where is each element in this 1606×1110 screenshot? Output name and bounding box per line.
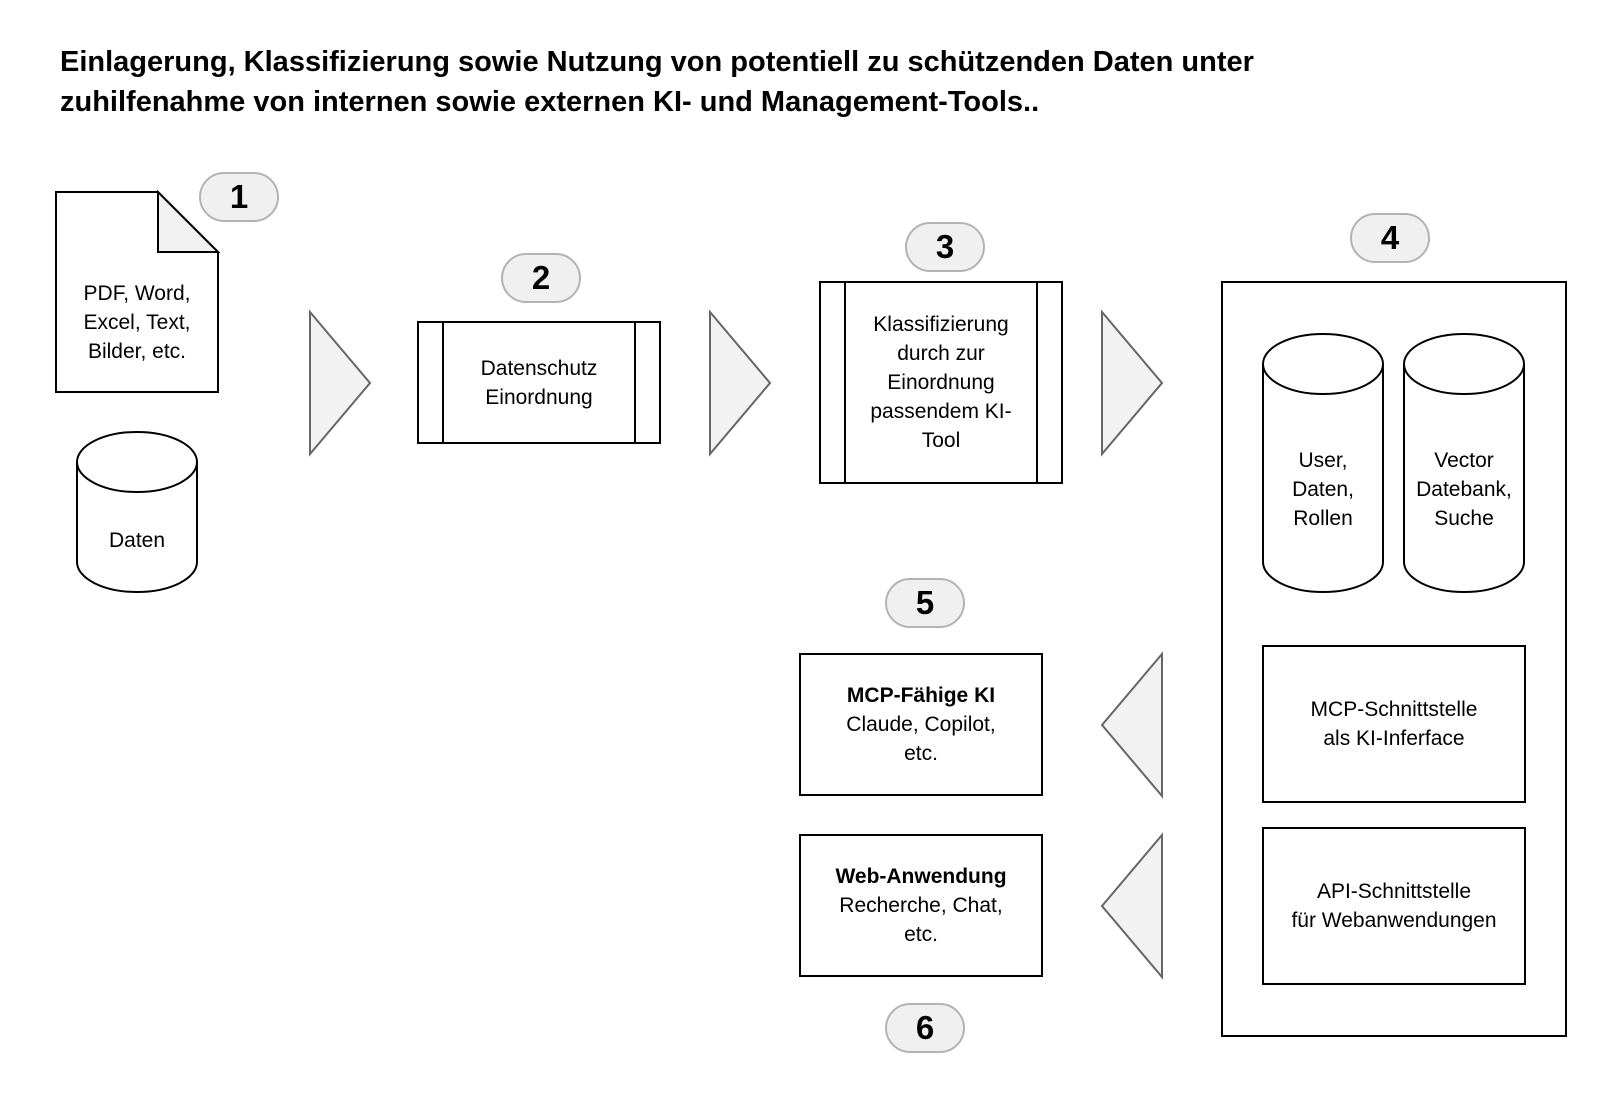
mcp-interface-box (1262, 645, 1526, 803)
label-line: Einordnung (887, 371, 995, 394)
step-badge-6: 6 (885, 1003, 965, 1053)
arrow-right-2 (709, 309, 772, 457)
label-line: passendem KI- (870, 400, 1012, 423)
user-db-cylinder (1262, 333, 1384, 593)
label-line: API-Schnittstelle (1316, 880, 1472, 903)
label-line: Rollen (1293, 506, 1353, 530)
label-line: Suche (1434, 506, 1494, 530)
label-line: durch zur (897, 342, 985, 365)
user-db-label: User, Daten, Rollen (1263, 394, 1383, 584)
label-line: PDF, Word, (83, 281, 191, 305)
label-line: User, (1298, 448, 1348, 472)
documents-label: PDF, Word, Excel, Text, Bilder, etc. (62, 262, 212, 382)
label-line: für Webanwendungen (1291, 909, 1497, 932)
label-line: Excel, Text, (83, 310, 191, 334)
diagram-title: Einlagerung, Klassifizierung sowie Nutzu… (60, 42, 1510, 122)
mcp-ai-box (799, 653, 1043, 796)
arrow-right-1 (309, 309, 372, 457)
classification-process-box (819, 281, 1063, 484)
label-line: Datenschutz (480, 356, 598, 380)
title-line-1: Einlagerung, Klassifizierung sowie Nutzu… (60, 46, 1254, 78)
label-line: etc. (904, 923, 938, 946)
arrow-left-2 (1100, 832, 1163, 980)
label-line: Recherche, Chat, (839, 894, 1003, 917)
title-line-2: zuhilfenahme von internen sowie externen… (60, 86, 1040, 118)
step-badge-1: 1 (199, 172, 279, 222)
label-line: MCP-Schnittstelle (1310, 698, 1478, 721)
step-badge-5: 5 (885, 578, 965, 628)
step-badge-3: 3 (905, 222, 985, 272)
api-interface-box (1262, 827, 1526, 985)
label-line: Daten, (1292, 477, 1354, 501)
arrow-right-3 (1101, 309, 1164, 457)
label-line: Klassifizierung (873, 313, 1009, 336)
web-app-label: Web-Anwendung Recherche, Chat, etc. (800, 835, 1042, 976)
mcp-interface-label: MCP-Schnittstelle als KI-Inferface (1263, 646, 1525, 802)
arrow-left-1 (1100, 651, 1163, 799)
data-store-cylinder (76, 431, 198, 593)
mcp-ai-label: MCP-Fähige KI Claude, Copilot, etc. (800, 654, 1042, 795)
data-store-label: Daten (77, 500, 197, 580)
label-line: etc. (904, 742, 938, 765)
label-line: Bilder, etc. (87, 339, 187, 363)
data-store-text: Daten (108, 528, 166, 552)
step-badge-4: 4 (1350, 213, 1430, 263)
document-fold (157, 189, 221, 253)
label-line: Tool (921, 429, 961, 452)
step-badge-2: 2 (501, 253, 581, 303)
mcp-ai-heading: MCP-Fähige KI (846, 684, 996, 707)
api-interface-label: API-Schnittstelle für Webanwendungen (1263, 828, 1525, 984)
privacy-process-box (417, 321, 661, 444)
label-line: Einordnung (485, 385, 593, 409)
label-line: Claude, Copilot, (846, 713, 996, 736)
label-line: Vector (1434, 448, 1494, 472)
vector-db-cylinder (1403, 333, 1525, 593)
label-line: als KI-Inferface (1323, 727, 1465, 750)
label-line: Datebank, (1416, 477, 1512, 501)
web-app-heading: Web-Anwendung (835, 865, 1007, 888)
web-app-box (799, 834, 1043, 977)
